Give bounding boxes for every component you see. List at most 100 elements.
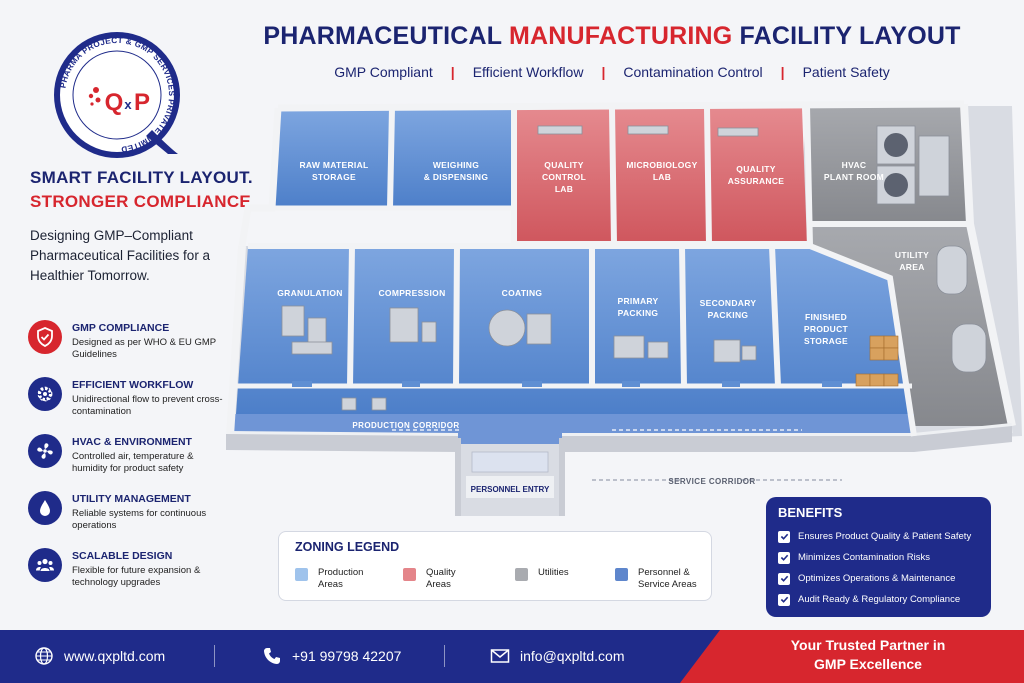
globe-icon: [35, 647, 53, 665]
website-link[interactable]: www.qxpltd.com: [64, 648, 166, 664]
room-hvac-1: HVAC: [842, 160, 867, 170]
feature-title: EFFICIENT WORKFLOW: [72, 379, 194, 391]
tagline-heading-2: STRONGER COMPLIANCE.: [30, 192, 257, 211]
logo-mark-x: x: [124, 97, 132, 112]
feature-title: UTILITY MANAGEMENT: [72, 493, 191, 505]
benefit-text: Minimizes Contamination Risks: [798, 552, 930, 563]
feature-title: SCALABLE DESIGN: [72, 550, 173, 562]
facility-layout: RAW MATERIAL STORAGE WEIGHING & DISPENSI…: [226, 100, 1022, 516]
contact-email[interactable]: info@qxpltd.com: [490, 646, 624, 666]
feature-list: GMP COMPLIANCE Designed as per WHO & EU …: [28, 320, 228, 605]
subtitle-row: GMP Compliant | Efficient Workflow | Con…: [334, 64, 890, 80]
room-primary-1: PRIMARY: [618, 296, 659, 306]
room-raw-material-2: STORAGE: [312, 172, 356, 182]
production-corridor-label: PRODUCTION CORRIDOR: [352, 421, 459, 430]
checkbox-icon: [778, 530, 790, 543]
subtitle-contamination: Contamination Control: [623, 64, 763, 80]
logo-mark-q: Q: [105, 89, 124, 116]
legend-swatch: [515, 568, 528, 581]
feature-gmp: GMP COMPLIANCE Designed as per WHO & EU …: [28, 320, 228, 377]
feature-desc: Controlled air, temperature & humidity f…: [72, 451, 194, 474]
mail-icon: [490, 649, 510, 663]
partner-line-2: GMP Excellence: [814, 656, 922, 672]
benefit-item: Audit Ready & Regulatory Compliance: [778, 589, 979, 610]
title-part-1: PHARMACEUTICAL: [263, 22, 502, 50]
legend-label: Areas: [426, 579, 451, 590]
legend-label: Utilities: [538, 567, 569, 578]
benefit-text: Audit Ready & Regulatory Compliance: [798, 594, 961, 605]
room-granulation: GRANULATION: [277, 288, 342, 298]
header-title-row: PHARMACEUTICAL MANUFACTURING FACILITY LA…: [262, 22, 962, 51]
tagline-body: Designing GMP–Compliant Pharmaceutical F…: [30, 228, 211, 283]
room-finished-2: PRODUCT: [804, 324, 849, 334]
room-qc-3: LAB: [555, 184, 573, 194]
zone-production: [236, 246, 912, 414]
benefits-panel: BENEFITS Ensures Product Quality & Patie…: [766, 497, 991, 617]
feature-desc: Designed as per WHO & EU GMP Guidelines: [72, 337, 216, 360]
legend-label: Personnel &: [638, 567, 690, 578]
checkbox-icon: [778, 572, 790, 585]
personnel-entry-label: PERSONNEL ENTRY: [471, 485, 550, 494]
footer-divider: [214, 645, 215, 667]
room-qc-2: CONTROL: [542, 172, 586, 182]
page-title: PHARMACEUTICAL MANUFACTURING FACILITY LA…: [263, 22, 960, 51]
room-finished-1: FINISHED: [805, 312, 847, 322]
feature-desc: Unidirectional flow to prevent cross-con…: [72, 394, 223, 417]
logo-mark-p: P: [134, 89, 150, 116]
legend-swatch: [403, 568, 416, 581]
benefit-item: Minimizes Contamination Risks: [778, 547, 979, 568]
feature-hvac: HVAC & ENVIRONMENT Controlled air, tempe…: [28, 434, 228, 491]
room-coating: COATING: [502, 288, 543, 298]
room-weighing-2: & DISPENSING: [424, 172, 489, 182]
partner-slogan: Your Trusted Partner in GMP Excellence: [712, 636, 1024, 674]
subtitle-workflow: Efficient Workflow: [472, 64, 584, 80]
legend-item-personnel: Personnel &Service Areas: [615, 567, 697, 591]
room-utility-1: UTILITY: [895, 250, 929, 260]
contact-website[interactable]: www.qxpltd.com: [34, 646, 165, 666]
feature-utility: UTILITY MANAGEMENT Reliable systems for …: [28, 491, 228, 548]
legend-swatch: [295, 568, 308, 581]
feature-desc: Reliable systems for continuous operatio…: [72, 508, 207, 531]
zone-quality: [514, 108, 807, 244]
feature-title: GMP COMPLIANCE: [72, 322, 170, 334]
room-qa-2: ASSURANCE: [728, 176, 785, 186]
benefit-text: Optimizes Operations & Maintenance: [798, 573, 956, 584]
subtitle-gmp: GMP Compliant: [334, 64, 433, 80]
legend-swatch: [615, 568, 628, 581]
legend-label: Production: [318, 567, 364, 578]
room-labels: RAW MATERIAL STORAGE WEIGHING & DISPENSI…: [277, 160, 929, 494]
service-corridor-label: SERVICE CORRIDOR: [668, 477, 755, 486]
water-drop-icon: [28, 491, 62, 525]
feature-scalable: SCALABLE DESIGN Flexible for future expa…: [28, 548, 228, 605]
room-qc-1: QUALITY: [544, 160, 583, 170]
room-micro-1: MICROBIOLOGY: [626, 160, 697, 170]
feature-title: HVAC & ENVIRONMENT: [72, 436, 192, 448]
benefit-text: Ensures Product Quality & Patient Safety: [798, 531, 972, 542]
room-raw-material-1: RAW MATERIAL: [299, 160, 368, 170]
checkbox-icon: [778, 551, 790, 564]
footer-red-panel: [680, 630, 1024, 683]
phone-number[interactable]: +91 99798 42207: [292, 648, 402, 664]
benefit-item: Ensures Product Quality & Patient Safety: [778, 526, 979, 547]
legend-label: Quality: [426, 567, 456, 578]
contact-phone[interactable]: +91 99798 42207: [262, 646, 401, 666]
partner-line-1: Your Trusted Partner in: [790, 637, 946, 653]
subtitle-safety: Patient Safety: [802, 64, 890, 80]
benefits-title: BENEFITS: [778, 505, 843, 520]
email-link[interactable]: info@qxpltd.com: [520, 648, 625, 664]
legend-label: Service Areas: [638, 579, 697, 590]
title-part-2: MANUFACTURING: [508, 22, 733, 50]
footer-divider: [444, 645, 445, 667]
legend-item-utilities: Utilities: [515, 567, 569, 581]
gear-icon: [28, 377, 62, 411]
fan-icon: [28, 434, 62, 468]
legend-label: Areas: [318, 579, 343, 590]
room-finished-3: STORAGE: [804, 336, 848, 346]
room-primary-2: PACKING: [618, 308, 659, 318]
room-utility-2: AREA: [899, 262, 924, 272]
shield-check-icon: [28, 320, 62, 354]
room-hvac-2: PLANT ROOM: [824, 172, 884, 182]
feature-desc: Flexible for future expansion & technolo…: [72, 565, 201, 588]
